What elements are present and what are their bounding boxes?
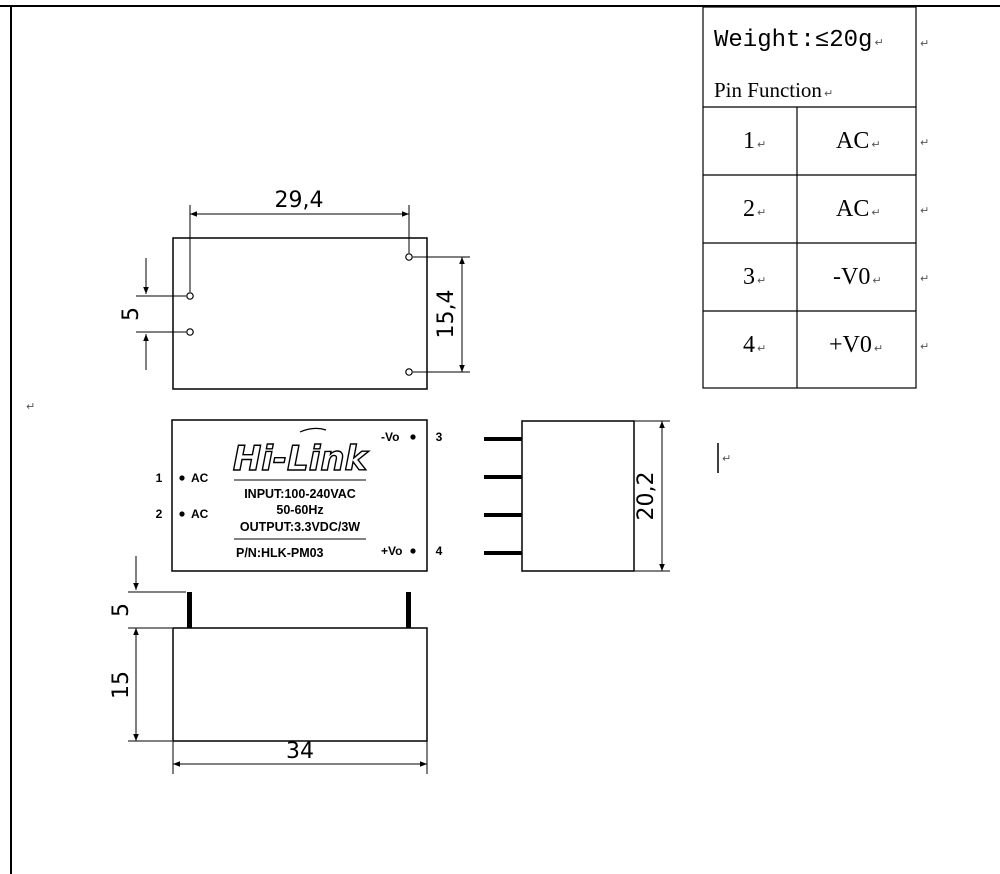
- pin1-number: 1: [156, 471, 163, 485]
- dim-top-width-label: 29,4: [275, 188, 324, 213]
- bottom-pin: [187, 592, 192, 628]
- top-pin-hole: [405, 253, 413, 261]
- pin2-label: AC: [191, 507, 209, 521]
- bottom-view: 5 15 34: [109, 556, 428, 774]
- top-view: 29,4 5 15,4: [119, 188, 470, 390]
- pin2-number: 2: [156, 507, 163, 521]
- top-pin-hole: [405, 368, 413, 376]
- pin4-number: 4: [436, 544, 443, 558]
- pin4-dot: [410, 548, 416, 554]
- table-row: AC↵: [836, 128, 881, 154]
- front-view-outline: [171, 419, 428, 572]
- logo-swoosh: [299, 427, 327, 433]
- top-pin-hole: [186, 328, 194, 336]
- bottom-view-outline: [172, 627, 428, 742]
- top-pin-hole: [186, 292, 194, 300]
- pin3-number: 3: [436, 430, 443, 444]
- table-row: +V0↵: [829, 332, 884, 358]
- pin1-dot: [179, 475, 185, 481]
- top-view-outline: [172, 237, 428, 390]
- label-output-line: OUTPUT:3.3VDC/3W: [240, 520, 360, 534]
- paragraph-mark: ↵: [920, 340, 930, 353]
- paragraph-mark: ↵: [920, 204, 930, 217]
- brand-logo: Hi-Link: [233, 439, 370, 479]
- pin1-label: AC: [191, 471, 209, 485]
- dim-top-width: [189, 205, 410, 292]
- table-row: 1↵: [743, 128, 767, 154]
- table-row: AC↵: [836, 196, 881, 222]
- table-row: 2↵: [743, 196, 767, 222]
- dim-top-pin-spacing-label: 5: [119, 307, 144, 321]
- label-freq-line: 50-60Hz: [276, 503, 323, 517]
- paragraph-mark: ↵: [26, 400, 36, 413]
- pin-table-grid: [702, 6, 917, 389]
- side-view-outline: [521, 420, 635, 572]
- dim-bottom-body-height-label: 15: [109, 671, 134, 699]
- pin-function-table: Weight:≤20g↵ Pin Function↵ 1↵ AC↵ 2↵ AC↵…: [703, 7, 916, 388]
- dim-bottom-width: [172, 741, 428, 774]
- label-part-number: P/N:HLK-PM03: [236, 546, 324, 560]
- pin2-dot: [179, 511, 185, 517]
- dim-bottom-pin-length-label: 5: [109, 603, 134, 617]
- dim-side-depth-label: 20,2: [634, 472, 659, 521]
- dim-top-height-label: 15,4: [434, 290, 459, 339]
- pin4-label: +Vo: [381, 544, 402, 558]
- pin-function-heading: Pin Function↵: [714, 78, 834, 102]
- dim-side-depth: [634, 420, 670, 572]
- paragraph-mark: ↵: [722, 452, 732, 465]
- dim-bottom-width-label: 34: [286, 739, 314, 764]
- pin3-label: -Vo: [381, 430, 399, 444]
- paragraph-mark: ↵: [920, 272, 930, 285]
- side-view: 20,2: [484, 420, 719, 572]
- table-row: -V0↵: [833, 264, 882, 290]
- dim-bottom-pin-length: [128, 556, 186, 629]
- dim-top-pin-spacing: [136, 258, 186, 370]
- label-input-line: INPUT:100-240VAC: [244, 487, 356, 501]
- table-row: 4↵: [743, 332, 767, 358]
- bottom-pin: [406, 592, 411, 628]
- paragraph-mark: ↵: [920, 37, 930, 50]
- weight-spec: Weight:≤20g↵: [714, 27, 884, 54]
- dim-bottom-body-height: [128, 628, 172, 742]
- paragraph-mark: ↵: [920, 136, 930, 149]
- pin3-dot: [410, 434, 416, 440]
- side-pins: [484, 437, 522, 555]
- front-view: Hi-Link INPUT:100-240VAC 50-60Hz OUTPUT:…: [156, 419, 443, 572]
- dim-top-height: [413, 256, 470, 373]
- table-row: 3↵: [743, 264, 767, 290]
- page-frame: [0, 5, 1000, 874]
